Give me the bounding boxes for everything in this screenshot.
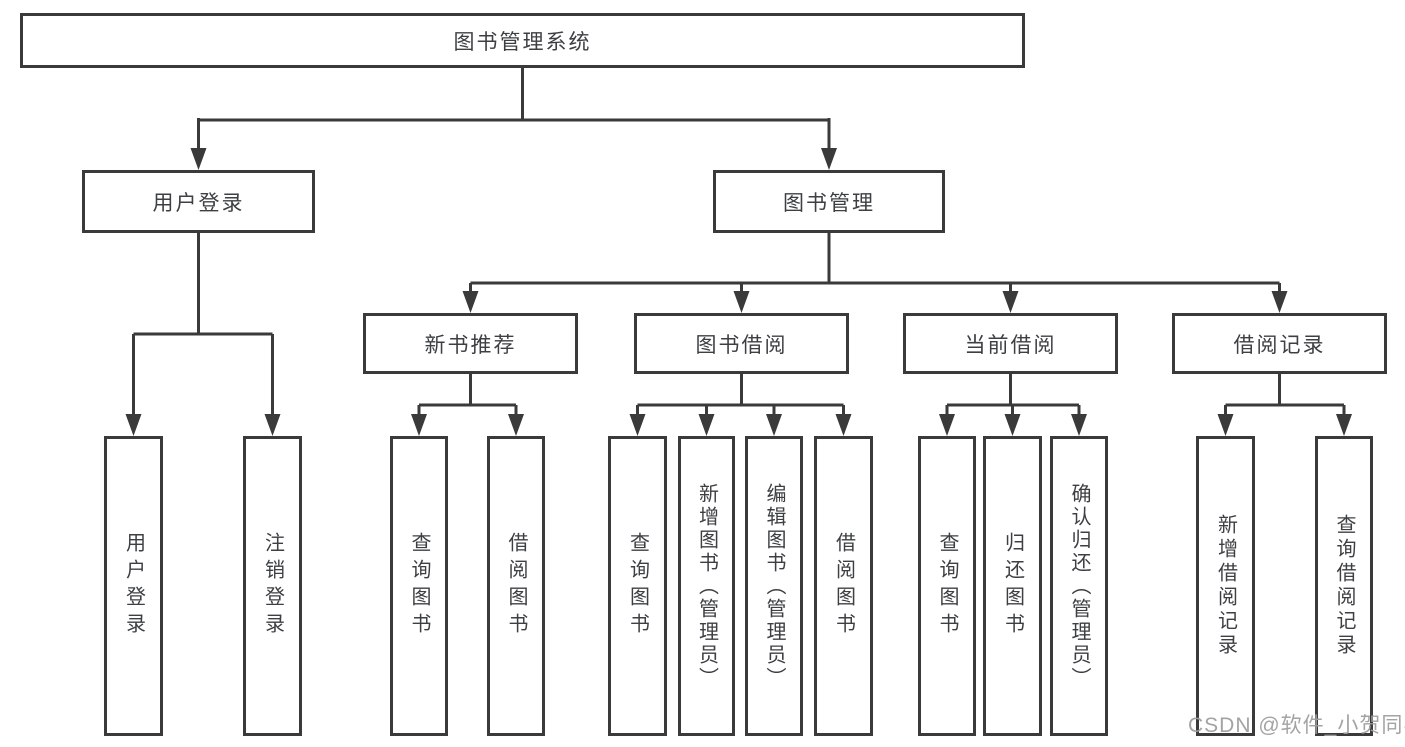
leaf-label: 新增图书（管理员）: [695, 482, 718, 690]
leaf-edit-books-admin: 编辑图书（管理员）: [745, 436, 803, 736]
node-book-management: 图书管理: [713, 170, 945, 233]
leaf-label: 借阅图书: [832, 532, 855, 640]
node-current-borrow: 当前借阅: [903, 313, 1118, 374]
connector-root-to-level2: [197, 68, 831, 152]
leaf-add-borrow-record: 新增借阅记录: [1196, 436, 1255, 736]
arrowhead: [508, 414, 524, 436]
arrowhead: [629, 414, 646, 436]
leaf-label: 注销登录: [261, 532, 284, 640]
node-borrow-record: 借阅记录: [1172, 313, 1387, 374]
leaf-label: 借阅图书: [505, 532, 527, 640]
arrowhead: [1336, 414, 1352, 436]
connector-borrow-record-tree: [1224, 374, 1346, 418]
arrowhead: [411, 414, 427, 436]
connector-book-borrow-tree: [636, 374, 845, 418]
leaf-borrow-books: 借阅图书: [814, 436, 873, 736]
node-label: 当前借阅: [964, 333, 1057, 357]
leaf-confirm-return-admin: 确认归还（管理员）: [1050, 436, 1108, 736]
arrowheads: [125, 148, 1352, 436]
connector-book-mgmt-tree: [469, 233, 1281, 296]
arrowhead: [1217, 414, 1234, 436]
leaf-query-books: 查询图书: [608, 436, 667, 736]
leaf-label: 用户登录: [122, 532, 145, 640]
arrowhead: [766, 414, 782, 436]
arrowhead: [1004, 414, 1021, 436]
node-label: 图书管理系统: [453, 30, 592, 54]
arrowhead: [125, 414, 142, 436]
node-new-book-recommend: 新书推荐: [363, 313, 578, 374]
leaf-label: 查询图书: [936, 532, 958, 640]
leaf-query-borrow-record: 查询借阅记录: [1315, 436, 1373, 736]
arrowhead: [733, 291, 750, 313]
connector-new-book-rec-tree: [417, 374, 518, 418]
leaf-return-books: 归还图书: [983, 436, 1042, 736]
node-user-login: 用户登录: [82, 170, 315, 233]
leaf-label: 编辑图书（管理员）: [763, 482, 785, 690]
node-label: 用户登录: [152, 191, 245, 215]
leaf-label: 确认归还（管理员）: [1068, 482, 1090, 690]
leaf-borrow-books: 借阅图书: [487, 436, 545, 736]
leaf-query-books: 查询图书: [918, 436, 976, 736]
leaf-add-books-admin: 新增图书（管理员）: [678, 436, 735, 736]
node-label: 借阅记录: [1233, 333, 1326, 357]
arrowhead: [1071, 414, 1087, 436]
node-label: 图书管理: [783, 191, 875, 215]
node-label: 图书借阅: [695, 333, 788, 357]
node-book-borrow: 图书借阅: [634, 313, 849, 374]
leaf-label: 查询图书: [626, 532, 649, 640]
arrowhead: [698, 414, 715, 436]
arrowhead: [190, 148, 207, 170]
leaf-user-login: 用户登录: [104, 436, 163, 736]
arrowhead: [939, 414, 955, 436]
leaf-label: 查询借阅记录: [1333, 514, 1355, 658]
arrowhead: [264, 414, 281, 436]
csdn-watermark: CSDN @软件_小贺同学: [1188, 714, 1405, 737]
node-label: 新书推荐: [424, 333, 517, 357]
leaf-label: 查询图书: [408, 532, 430, 640]
leaf-query-books: 查询图书: [390, 436, 448, 736]
leaf-label: 新增借阅记录: [1214, 514, 1237, 658]
leaf-logout: 注销登录: [243, 436, 302, 736]
connector-user-login-tree: [132, 233, 274, 418]
connector-current-borrow-tree: [945, 374, 1081, 418]
arrowhead: [1271, 291, 1288, 313]
arrowhead: [1002, 291, 1019, 313]
node-root-system: 图书管理系统: [20, 13, 1025, 68]
arrowhead: [821, 148, 837, 170]
leaf-label: 归还图书: [1001, 532, 1024, 640]
arrowhead: [835, 414, 852, 436]
arrowhead: [462, 291, 479, 313]
